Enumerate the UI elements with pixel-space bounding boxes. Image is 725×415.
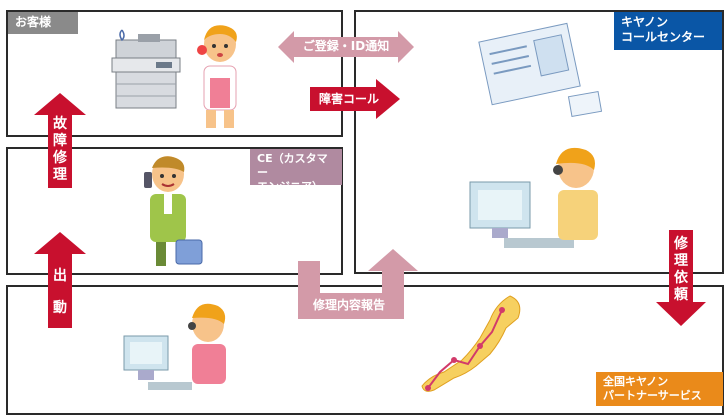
engineer-tag-line1: CE（カスタマー — [257, 152, 328, 179]
engineer-tag: CE（カスタマー エンジニア） — [250, 149, 342, 193]
partner-tag: 全国キヤノン パートナーサービス — [596, 372, 723, 406]
repair-request-char-4: 頼 — [674, 287, 688, 303]
report-arrow — [298, 249, 418, 319]
dispatch-char-2: 動 — [53, 300, 67, 316]
customer-tag-label: お客様 — [15, 15, 52, 29]
partner-tag-line2: パートナーサービス — [603, 389, 702, 402]
fault-call-label: 障害コール — [318, 92, 379, 106]
partner-tag-line1: 全国キヤノン — [603, 375, 669, 388]
repair-char-2: 障 — [53, 133, 67, 149]
repair-arrow — [34, 93, 86, 188]
call-center-tag-line2: コールセンター — [621, 30, 706, 44]
engineer-phone-icon — [144, 156, 203, 266]
dispatch-arrow — [34, 232, 86, 328]
repair-request-char-3: 依 — [674, 270, 688, 286]
dispatch-char-1: 出 — [53, 268, 67, 284]
worried-customer-icon — [197, 25, 237, 128]
report-label: 修理内容報告 — [312, 298, 385, 312]
operator-desk-icon — [469, 147, 598, 248]
repair-request-char-1: 修 — [674, 236, 688, 252]
engineer-tag-line2: エンジニア） — [257, 180, 323, 193]
repair-char-1: 故 — [53, 116, 67, 132]
registration-label: ご登録・ID通知 — [302, 39, 390, 53]
japan-map-icon — [421, 295, 521, 392]
operator-computer-icon — [123, 303, 226, 390]
call-center-tag: キヤノン コールセンター — [614, 12, 722, 50]
call-center-tag-line1: キヤノン — [621, 15, 669, 29]
copier-icon — [111, 29, 181, 109]
customer-tag: お客様 — [8, 12, 78, 34]
repair-request-char-2: 理 — [674, 253, 688, 269]
fault-call-arrow — [310, 79, 400, 119]
repair-char-3: 修 — [53, 150, 67, 166]
form-document-icon — [478, 22, 603, 118]
repair-char-4: 理 — [53, 167, 67, 183]
registration-arrow — [278, 31, 414, 63]
repair-request-arrow — [656, 230, 706, 326]
